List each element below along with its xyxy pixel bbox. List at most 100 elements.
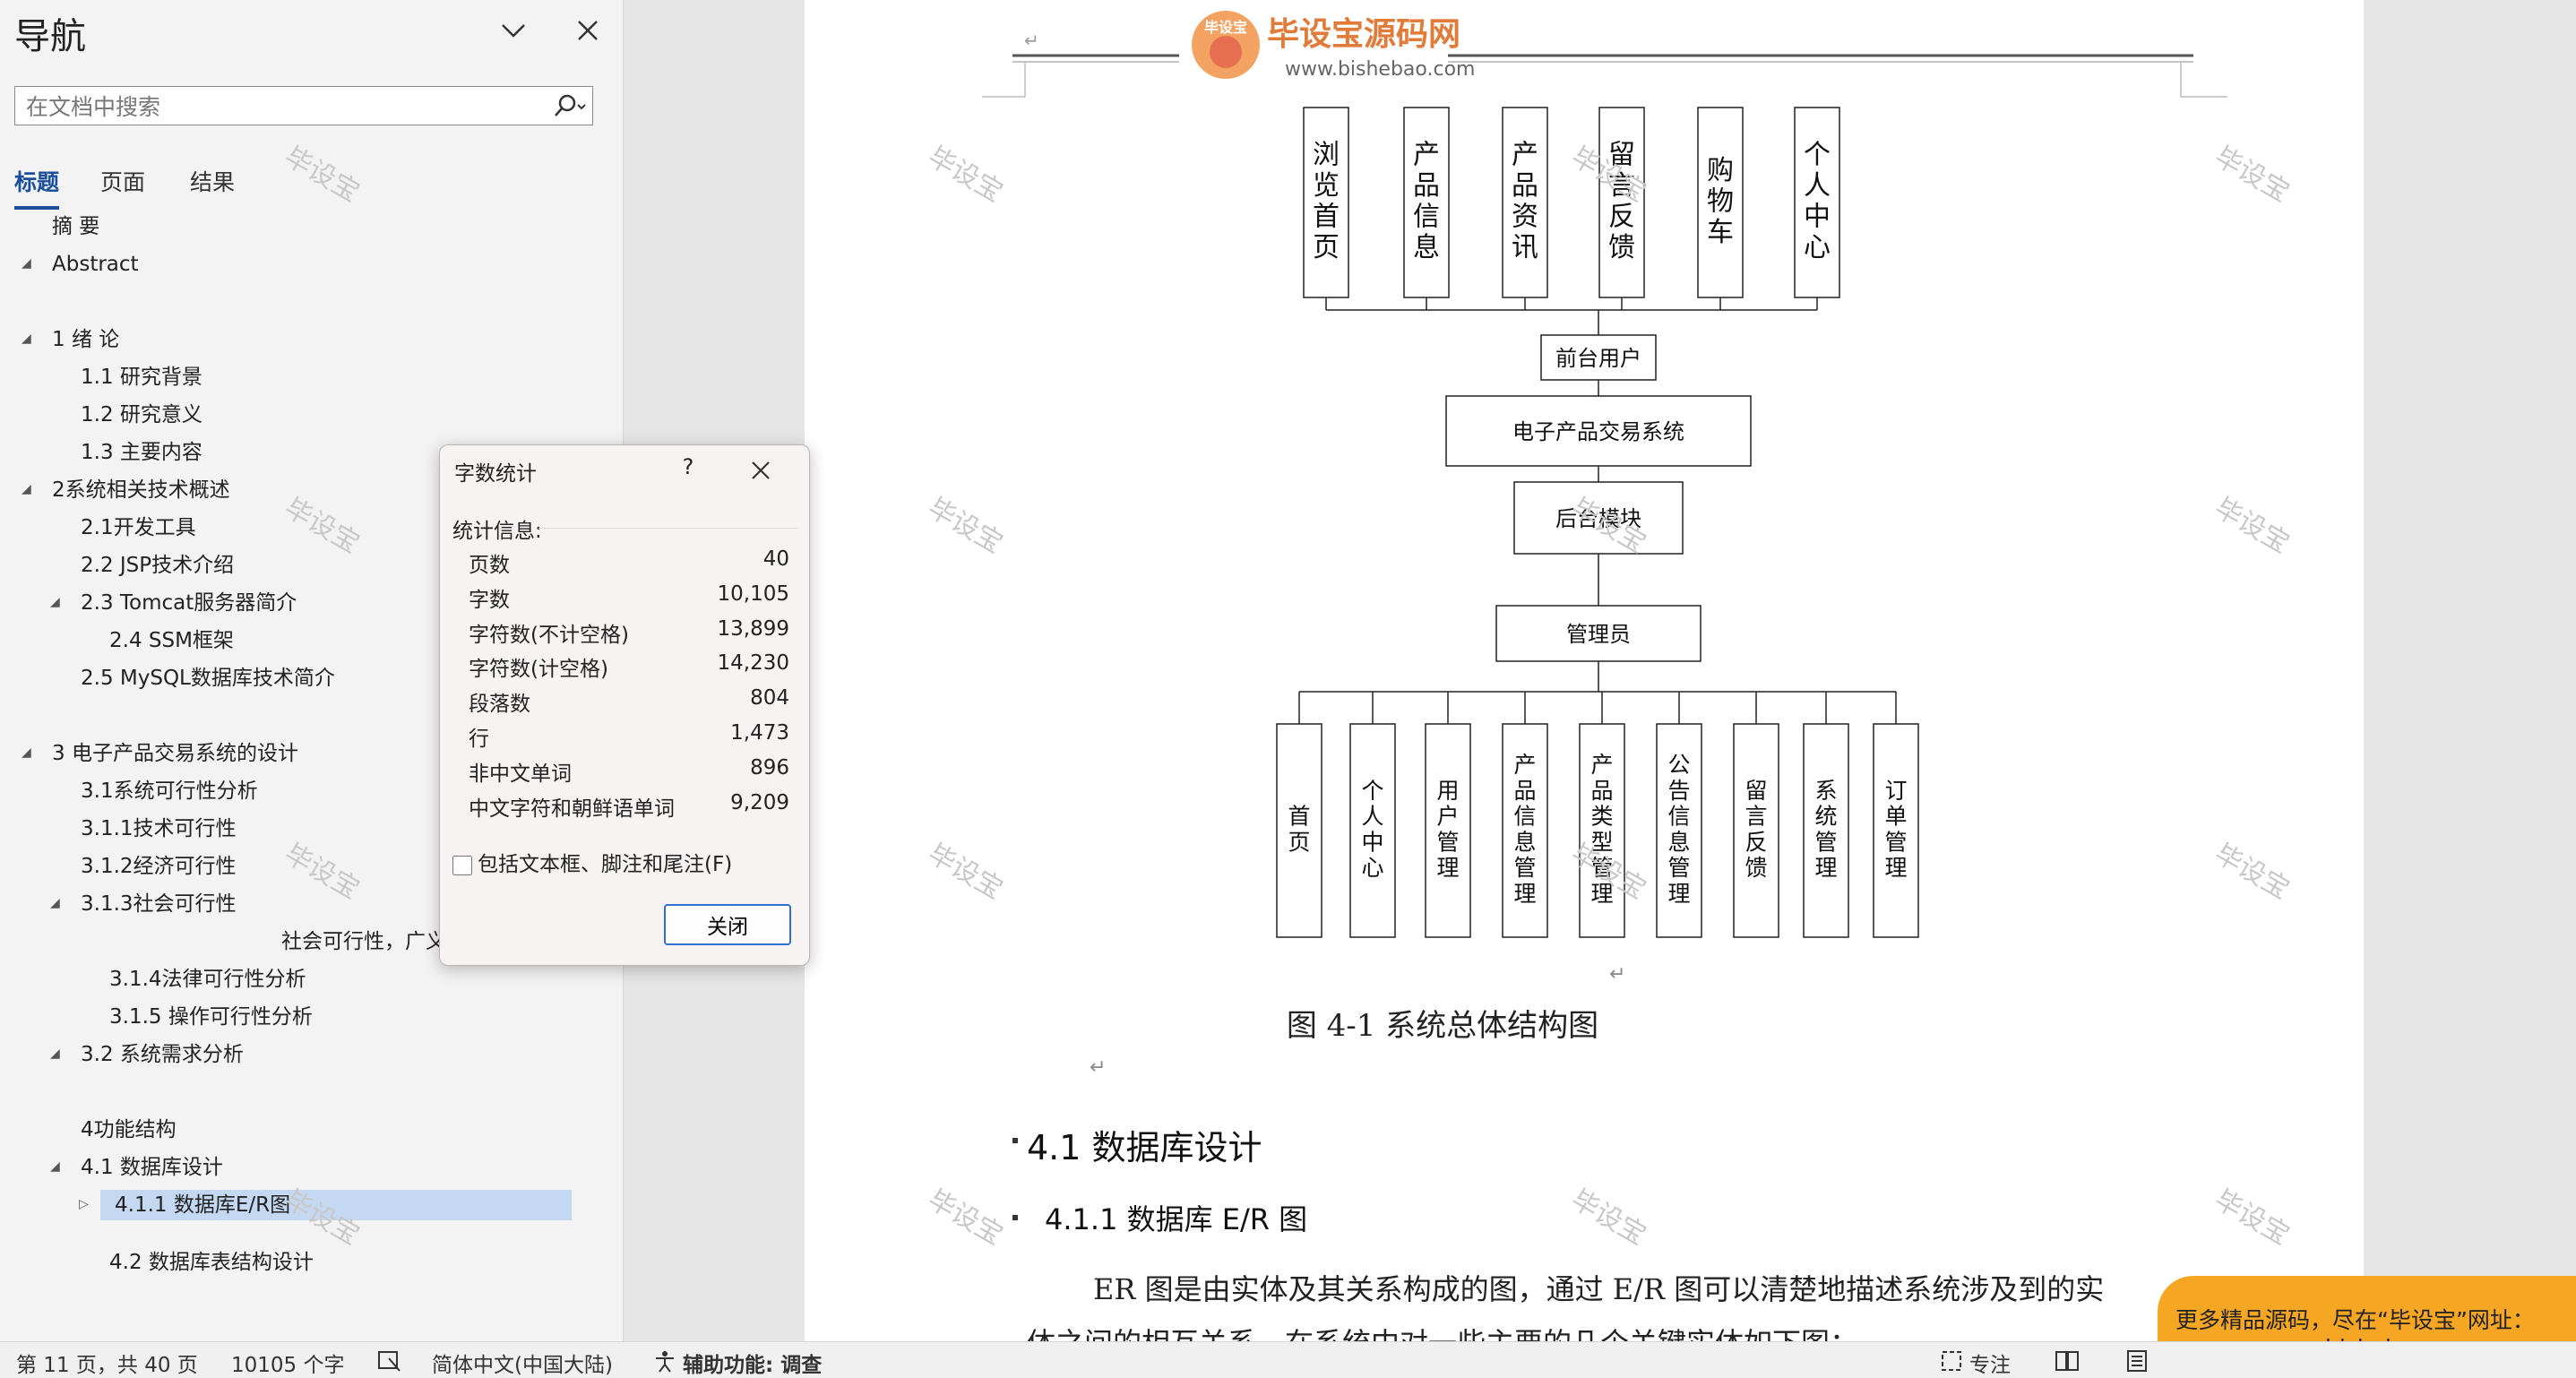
stat-value: 14,230 <box>717 651 789 676</box>
structure-diagram: 浏览首页产品信息产品资讯留言反馈购物车个人中心前台用户电子产品交易系统后台模块管… <box>1276 107 1919 938</box>
logo-text: 毕设宝源码网 <box>1267 16 1460 53</box>
heading-item[interactable]: 4功能结构 <box>81 1118 177 1141</box>
heading-item[interactable]: 1.1 研究背景 <box>81 366 202 389</box>
collapse-arrow-icon[interactable]: ◢ <box>22 332 31 346</box>
bottom-node-label: 系统管理 <box>1814 778 1837 881</box>
collapse-arrow-icon[interactable]: ◢ <box>50 595 60 609</box>
tab-headings[interactable]: 标题 <box>14 165 60 210</box>
site-logo: 毕设宝 毕设宝源码网 www.bishebao.com <box>1179 11 1475 81</box>
tab-pages[interactable]: 页面 <box>100 169 146 195</box>
tab-results[interactable]: 结果 <box>190 169 236 195</box>
nav-title: 导航 <box>14 16 86 57</box>
system-label: 电子产品交易系统 <box>1512 419 1684 444</box>
bottom-node-label: 公告信息管理 <box>1667 752 1690 907</box>
heading-item[interactable]: 1.3 主要内容 <box>81 441 202 464</box>
collapse-arrow-icon[interactable]: ◢ <box>22 256 31 271</box>
accessibility-indicator[interactable]: 辅助功能: 调查 <box>683 1354 823 1377</box>
heading-item-selected[interactable]: 4.1.1 数据库E/R图 <box>100 1190 572 1220</box>
read-mode-icon[interactable] <box>2054 1349 2081 1373</box>
heading-item[interactable]: 2系统相关技术概述 <box>52 478 230 502</box>
heading-item[interactable]: 2.3 Tomcat服务器简介 <box>81 591 297 615</box>
heading-item[interactable]: 1.2 研究意义 <box>81 403 202 426</box>
heading-item[interactable]: 4.1 数据库设计 <box>81 1156 223 1179</box>
bottom-node-label: 产品信息管理 <box>1513 752 1536 907</box>
print-layout-icon[interactable] <box>2124 1349 2150 1373</box>
bottom-node-box <box>1276 723 1322 938</box>
heading-item[interactable]: 3.1.5 操作可行性分析 <box>109 1005 313 1029</box>
heading-item[interactable]: 2.5 MySQL数据库技术简介 <box>81 667 335 690</box>
chevron-down-icon[interactable] <box>497 14 530 47</box>
ad-text-line1: 更多精品源码，尽在“毕设宝”网址： <box>2175 1307 2535 1333</box>
include-textbox-checkbox-row[interactable]: 包括文本框、脚注和尾注(F) <box>452 847 732 877</box>
heading-item[interactable]: 3.1.3社会可行性 <box>81 892 237 916</box>
close-icon[interactable] <box>572 14 604 47</box>
collapse-arrow-icon[interactable]: ◢ <box>50 1159 60 1174</box>
heading-item[interactable]: 2.1开发工具 <box>81 516 196 539</box>
stat-row: 行 1,473 <box>469 721 789 755</box>
bottom-node-label: 个人中心 <box>1361 778 1383 881</box>
top-node-box <box>1403 107 1450 298</box>
language-indicator[interactable]: 简体中文(中国大陆) <box>432 1354 613 1377</box>
expand-arrow-icon[interactable]: ▷ <box>79 1197 89 1211</box>
search-input[interactable] <box>24 90 547 123</box>
heading-item[interactable]: 3.1.1技术可行性 <box>81 817 237 840</box>
stat-value: 896 <box>750 755 789 779</box>
subsection-heading: 4.1.1 数据库 E/R 图 <box>1045 1202 1307 1236</box>
backend-label: 后台模块 <box>1555 506 1641 531</box>
return-mark-3: ↵ <box>1090 1056 1106 1079</box>
stats-section-label: 统计信息: <box>452 520 542 543</box>
close-button[interactable]: 关闭 <box>664 904 791 945</box>
nav-search-box[interactable] <box>14 86 593 125</box>
heading-item[interactable]: 2.2 JSP技术介绍 <box>81 554 235 577</box>
stat-label: 行 <box>469 728 489 751</box>
section-heading: 4.1 数据库设计 <box>1027 1128 1262 1167</box>
bottom-node-box <box>1803 723 1849 938</box>
heading-item[interactable]: 3.2 系统需求分析 <box>81 1043 244 1066</box>
heading-item[interactable]: 1 绪 论 <box>52 328 120 351</box>
stat-label: 页数 <box>469 554 510 577</box>
focus-mode-label[interactable]: 专注 <box>1969 1354 2011 1377</box>
bottom-node-box <box>1579 723 1625 938</box>
stat-row: 页数 40 <box>469 547 789 581</box>
stat-value: 10,105 <box>717 581 789 606</box>
stat-value: 40 <box>762 547 789 571</box>
stat-row: 字符数(不计空格)13,899 <box>469 617 789 651</box>
admin-label: 管理员 <box>1566 622 1631 647</box>
accessibility-icon[interactable] <box>652 1349 677 1373</box>
top-node-box <box>1502 107 1548 298</box>
heading-item[interactable]: Abstract <box>52 253 139 276</box>
stat-row: 字符数(计空格)14,230 <box>469 651 789 685</box>
collapse-arrow-icon[interactable]: ◢ <box>50 896 60 910</box>
checkbox-label: 包括文本框、脚注和尾注(F) <box>478 853 733 876</box>
heading-item[interactable]: 摘 要 <box>52 215 100 238</box>
collapse-arrow-icon[interactable]: ◢ <box>22 745 31 760</box>
bottom-node-box <box>1873 723 1919 938</box>
heading-item[interactable]: 4.2 数据库表结构设计 <box>109 1251 314 1274</box>
close-icon[interactable] <box>745 454 777 487</box>
dialog-title: 字数统计 <box>454 462 537 486</box>
stat-label: 中文字符和朝鲜语单词 <box>469 797 675 821</box>
include-textbox-checkbox[interactable] <box>452 855 472 875</box>
stat-label: 段落数 <box>469 693 530 717</box>
word-count-indicator[interactable]: 10105 个字 <box>231 1354 345 1377</box>
heading-item[interactable]: 3.1.4法律可行性分析 <box>109 968 306 991</box>
heading-item[interactable]: 3 电子产品交易系统的设计 <box>52 742 298 765</box>
heading-item[interactable]: 3.1.2经济可行性 <box>81 855 237 878</box>
proofing-icon[interactable] <box>376 1349 401 1373</box>
system-box <box>1445 395 1752 467</box>
stat-value: 13,899 <box>717 616 789 641</box>
collapse-arrow-icon[interactable]: ◢ <box>22 482 31 496</box>
document-page[interactable]: ↵ 毕设宝 毕设宝源码网 www.bishebao.com 浏览首页产品信息产品… <box>805 0 2364 1341</box>
bottom-node-box <box>1502 723 1548 938</box>
heading-item[interactable]: 3.1系统可行性分析 <box>81 779 258 803</box>
bottom-node-label: 订单管理 <box>1884 778 1907 881</box>
search-icon[interactable] <box>551 92 587 121</box>
focus-icon[interactable] <box>1939 1349 1964 1373</box>
body-text-line2: 体之间的相互关系。在系统中对一些主要的几个关键实体如下图： <box>1027 1326 1858 1341</box>
page-indicator[interactable]: 第 11 页，共 40 页 <box>16 1354 198 1377</box>
collapse-arrow-icon[interactable]: ◢ <box>50 1046 60 1061</box>
heading-item[interactable]: 2.4 SSM框架 <box>109 629 234 652</box>
stat-value: 1,473 <box>730 721 789 745</box>
help-icon[interactable]: ? <box>682 454 694 479</box>
